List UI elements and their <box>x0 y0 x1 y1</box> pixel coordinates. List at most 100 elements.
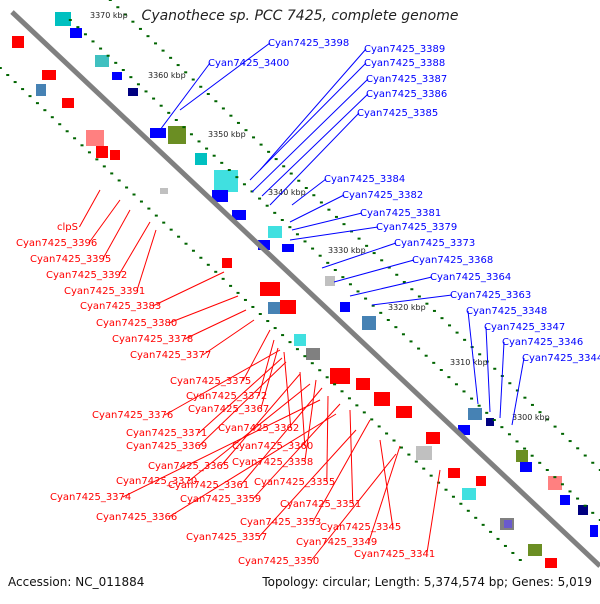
forward-gene-label: Cyan7425_3346 <box>502 337 583 348</box>
label-connector <box>379 439 394 528</box>
label-connector <box>102 209 131 260</box>
track-dot <box>197 140 201 143</box>
track-dot <box>280 219 284 221</box>
track-dot <box>83 33 87 36</box>
track-dot <box>448 324 452 327</box>
track-dot <box>568 490 572 493</box>
gene-labels: Cyan7425_3398Cyan7425_3400Cyan7425_3389C… <box>16 38 600 567</box>
track-dot <box>545 469 549 471</box>
reverse-gene <box>260 282 280 296</box>
label-connector <box>202 319 255 356</box>
track-dot <box>583 454 587 457</box>
track-dot <box>451 495 455 498</box>
track-dot <box>401 333 405 336</box>
track-dot <box>154 42 158 45</box>
track-dot <box>266 320 270 323</box>
track-dot <box>394 326 398 329</box>
label-connector <box>122 399 321 498</box>
track-dot <box>265 204 269 207</box>
track-dot <box>174 119 178 121</box>
track-dot <box>553 425 557 428</box>
track-dot <box>114 61 118 64</box>
track-dot <box>243 298 247 301</box>
track-dot <box>385 432 389 435</box>
track-dot <box>152 97 156 100</box>
reverse-gene-label: Cyan7425_3353 <box>240 517 321 528</box>
track-dot <box>191 249 195 252</box>
track-dot <box>106 54 110 57</box>
label-connector <box>326 395 329 483</box>
reverse-gene <box>396 406 412 418</box>
reverse-gene-label: Cyan7425_3395 <box>30 254 111 265</box>
track-dot <box>132 193 136 196</box>
track-dot <box>477 404 481 407</box>
reverse-gene <box>12 36 24 48</box>
reverse-gene-label: Cyan7425_3383 <box>80 301 161 312</box>
reverse-gene-label: Cyan7425_3375 <box>170 376 251 387</box>
forward-gene <box>560 495 570 505</box>
forward-gene-label: Cyan7425_3389 <box>364 44 445 55</box>
label-connector <box>312 419 371 523</box>
label-connector <box>368 445 401 543</box>
track-dot <box>318 254 322 257</box>
reverse-gene-label: Cyan7425_3355 <box>254 477 335 488</box>
track-dot <box>364 297 368 300</box>
forward-gene <box>282 244 294 252</box>
label-connector <box>159 62 211 131</box>
tick-label: 3320 kbp <box>388 303 426 312</box>
forward-gene-label: Cyan7425_3385 <box>357 108 438 119</box>
reverse-gene <box>86 130 104 146</box>
forward-gene <box>548 476 562 490</box>
track-dot <box>169 56 173 59</box>
track-dot <box>162 221 166 224</box>
forward-gene <box>268 226 282 238</box>
track-dot <box>355 404 359 407</box>
reverse-gene-label: Cyan7425_3370 <box>116 476 197 487</box>
track-dot <box>99 47 103 50</box>
track-dot <box>518 559 522 561</box>
track-dot <box>76 26 80 29</box>
track-dot <box>333 269 337 271</box>
reverse-gene <box>280 300 296 314</box>
reverse-gene-label: Cyan7425_3362 <box>218 423 299 434</box>
label-connector <box>164 349 281 416</box>
track-dot <box>561 432 565 435</box>
track-dot <box>402 281 406 283</box>
track-dot <box>523 447 527 450</box>
label-connector <box>168 413 337 518</box>
track-dot <box>117 179 121 182</box>
reverse-gene <box>36 84 46 96</box>
forward-gene-label: Cyan7425_3364 <box>430 272 511 283</box>
track-dot <box>598 469 600 471</box>
track-dot <box>295 233 299 236</box>
track-dot <box>159 104 163 107</box>
forward-gene <box>95 55 109 67</box>
track-dot <box>462 390 466 393</box>
track-dot <box>138 27 142 30</box>
track-dot <box>560 483 564 486</box>
track-dot <box>410 288 414 291</box>
reverse-gene <box>374 392 390 406</box>
track-dot <box>432 309 436 312</box>
track-dot <box>489 530 493 533</box>
forward-gene <box>150 128 166 138</box>
forward-gene <box>325 276 335 286</box>
track-dot <box>176 64 180 67</box>
label-connector <box>152 271 225 307</box>
label-connector <box>258 429 357 538</box>
forward-gene-label: Cyan7425_3379 <box>376 222 457 233</box>
label-connector <box>291 178 327 206</box>
tick-label: 3330 kbp <box>328 246 366 255</box>
track-dot <box>481 523 485 526</box>
forward-gene <box>70 28 82 38</box>
track-dot <box>511 551 515 554</box>
track-dot <box>432 361 436 364</box>
track-dot <box>182 126 186 129</box>
reverse-gene-label: Cyan7425_3357 <box>186 532 267 543</box>
reverse-gene <box>528 544 542 556</box>
reverse-gene <box>476 476 486 486</box>
track-dot <box>380 259 384 262</box>
track-dot <box>553 476 557 479</box>
track-dot <box>327 208 331 211</box>
track-dot <box>515 440 519 443</box>
